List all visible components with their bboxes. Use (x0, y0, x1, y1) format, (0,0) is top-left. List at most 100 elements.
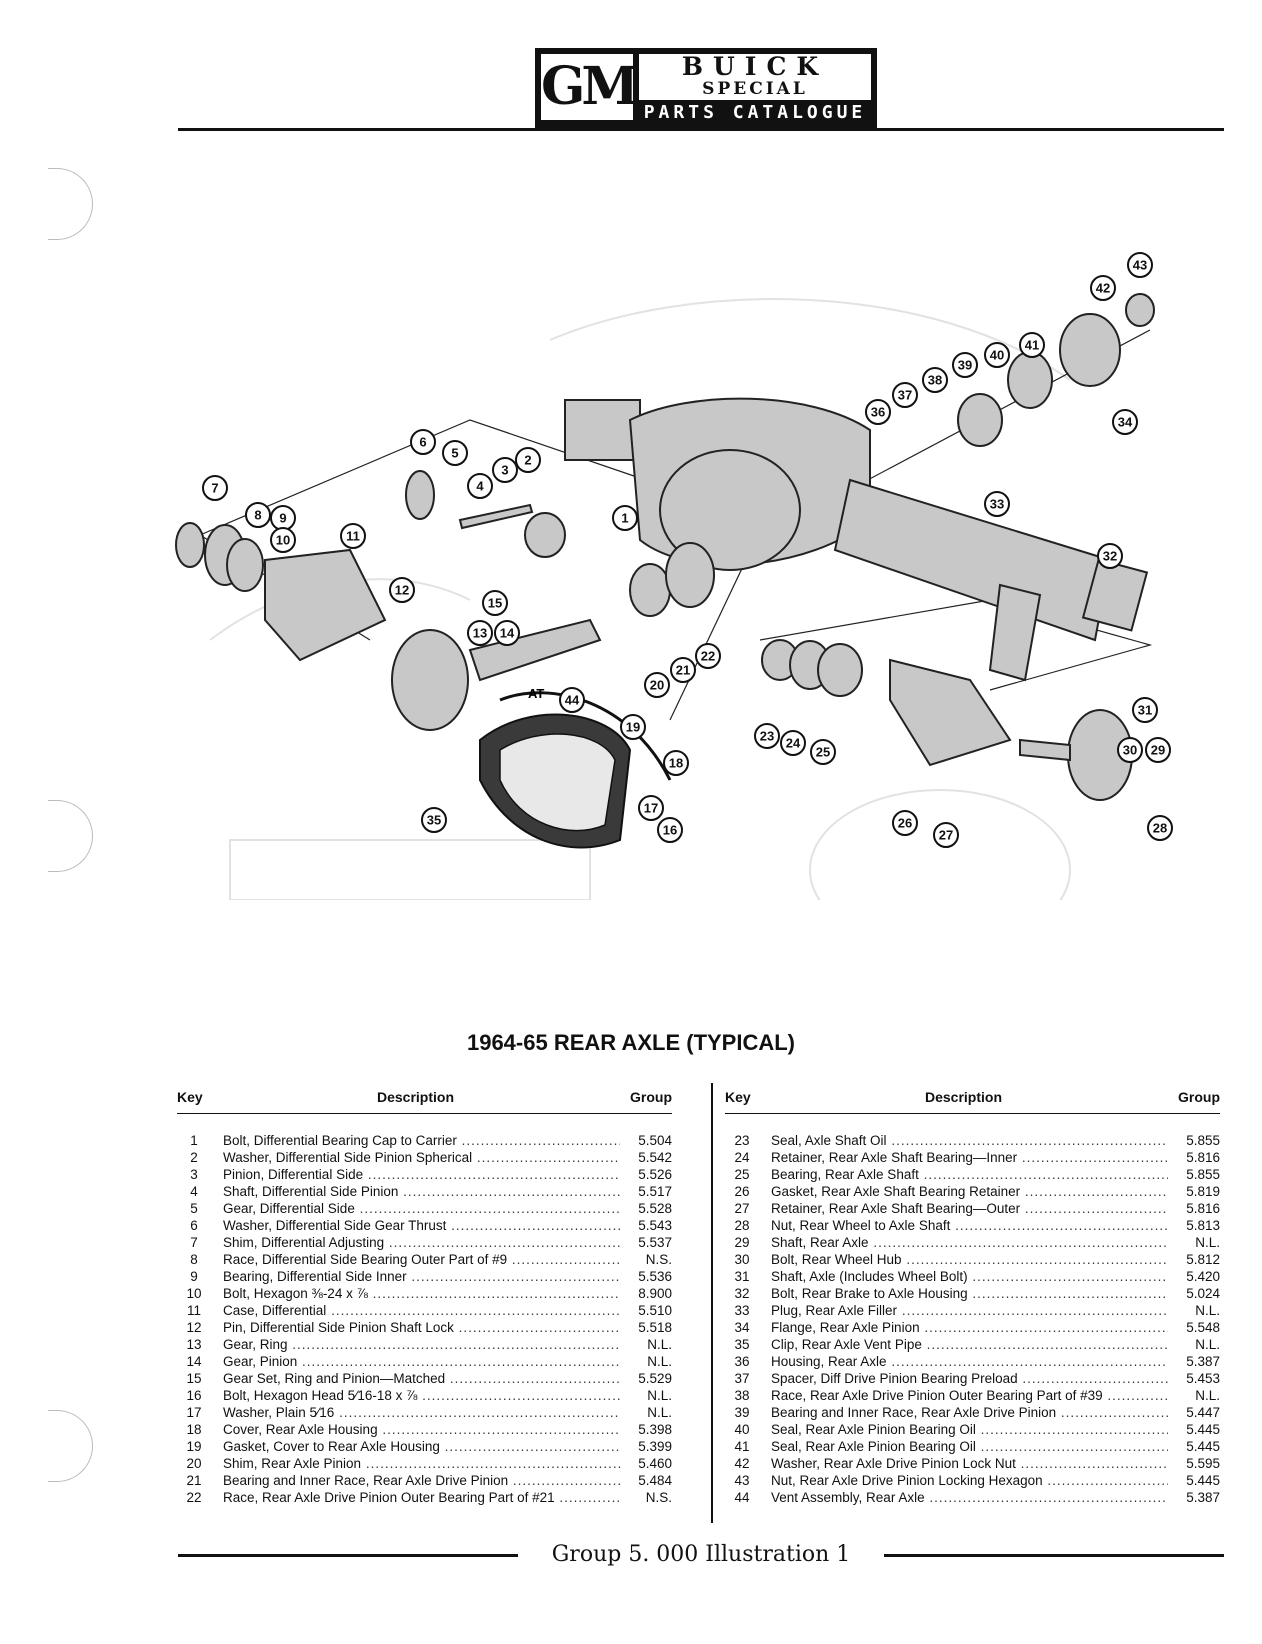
row-description: Seal, Axle Shaft Oil (759, 1132, 1168, 1149)
callout-number: 26 (898, 816, 912, 831)
row-group: 5.447 (1186, 1405, 1220, 1420)
callout-number: 21 (676, 663, 690, 678)
row-key: 28 (734, 1218, 750, 1233)
row-description: Gear Set, Ring and Pinion—Matched (211, 1370, 620, 1387)
col-description: Description (377, 1089, 455, 1105)
row-description: Nut, Rear Wheel to Axle Shaft (759, 1217, 1168, 1234)
row-group: N.L. (1195, 1388, 1220, 1403)
table-row: 12 Pin, Differential Side Pinion Shaft Lo… (177, 1319, 672, 1336)
row-key: 34 (734, 1320, 750, 1335)
callout-number: 25 (816, 745, 830, 760)
row-key: 9 (190, 1269, 198, 1284)
callout-number: 12 (395, 583, 409, 598)
row-group: 5.813 (1186, 1218, 1220, 1233)
row-group: 5.510 (638, 1303, 672, 1318)
callout-1: 1 (612, 505, 638, 531)
row-key: 37 (734, 1371, 750, 1386)
callout-22: 22 (695, 643, 721, 669)
row-key: 33 (734, 1303, 750, 1318)
row-key: 32 (734, 1286, 750, 1301)
row-key: 11 (186, 1303, 201, 1318)
row-description: Race, Differential Side Bearing Outer Pa… (211, 1251, 620, 1268)
callout-37: 37 (892, 382, 918, 408)
callout-10: 10 (270, 527, 296, 553)
callout-33: 33 (984, 491, 1010, 517)
row-description: Shaft, Rear Axle (759, 1234, 1168, 1251)
row-description: Race, Rear Axle Drive Pinion Outer Beari… (759, 1387, 1168, 1404)
row-group: 5.536 (638, 1269, 672, 1284)
callout-number: 23 (760, 729, 774, 744)
row-description: Gear, Ring (211, 1336, 620, 1353)
row-description: Vent Assembly, Rear Axle (759, 1489, 1168, 1506)
callout-number: 10 (276, 533, 290, 548)
row-key: 35 (734, 1337, 750, 1352)
row-description: Seal, Rear Axle Pinion Bearing Oil (759, 1421, 1168, 1438)
callout-number: 42 (1096, 281, 1110, 296)
row-key: 2 (190, 1150, 198, 1165)
row-group: 5.528 (638, 1201, 672, 1216)
catalog-label: PARTS CATALOGUE (643, 102, 867, 123)
row-group: 5.812 (1186, 1252, 1220, 1267)
row-group: 5.460 (638, 1456, 672, 1471)
callout-number: 43 (1133, 258, 1147, 273)
row-group: N.S. (645, 1252, 672, 1267)
row-description: Clip, Rear Axle Vent Pipe (759, 1336, 1168, 1353)
header-rule (178, 128, 1224, 131)
brand-name: BUICK (681, 52, 829, 81)
row-description: Washer, Differential Side Pinion Spheric… (211, 1149, 620, 1166)
row-group: 5.398 (638, 1422, 672, 1437)
callout-number: 37 (898, 388, 912, 403)
callout-number: 11 (346, 529, 360, 544)
table-row: 28 Nut, Rear Wheel to Axle Shaft 5.813 (725, 1217, 1220, 1234)
table-row: 2 Washer, Differential Side Pinion Spheri… (177, 1149, 672, 1166)
callout-30: 30 (1117, 737, 1143, 763)
callout-number: 1 (621, 511, 628, 526)
row-description: Bolt, Hexagon ⅜-24 x ⅞ (211, 1285, 620, 1302)
callout-number: 6 (419, 435, 426, 450)
row-key: 22 (186, 1490, 202, 1505)
col-description: Description (925, 1089, 1003, 1105)
callout-16: 16 (657, 817, 683, 843)
row-description: Pin, Differential Side Pinion Shaft Lock (211, 1319, 620, 1336)
row-group: N.L. (1195, 1235, 1220, 1250)
row-group: 5.504 (638, 1133, 672, 1148)
row-group: 5.543 (638, 1218, 672, 1233)
col-group: Group (630, 1089, 672, 1105)
row-description: Case, Differential (211, 1302, 620, 1319)
callout-number: 32 (1103, 549, 1117, 564)
callout-number: 34 (1118, 415, 1133, 430)
callout-number: 15 (488, 596, 502, 611)
row-description: Bolt, Rear Wheel Hub (759, 1251, 1168, 1268)
row-description: Seal, Rear Axle Pinion Bearing Oil (759, 1438, 1168, 1455)
row-key: 6 (190, 1218, 198, 1233)
row-key: 12 (186, 1320, 202, 1335)
row-group: 5.420 (1186, 1269, 1220, 1284)
callout-34: 34 (1112, 409, 1138, 435)
callout-2: 2 (515, 447, 541, 473)
table-header: Key Description Group (725, 1083, 1220, 1114)
callout-number: 5 (451, 446, 458, 461)
row-key: 30 (734, 1252, 750, 1267)
callout-8: 8 (245, 502, 271, 528)
callout-number: 41 (1025, 338, 1039, 353)
row-key: 36 (734, 1354, 750, 1369)
callout-9: 9 (270, 505, 296, 531)
row-description: Gear, Pinion (211, 1353, 620, 1370)
row-group: 5.445 (1186, 1439, 1220, 1454)
row-group: 5.855 (1186, 1167, 1220, 1182)
callout-21: 21 (670, 657, 696, 683)
row-key: 7 (190, 1235, 198, 1250)
gm-logo: GM (541, 54, 639, 120)
